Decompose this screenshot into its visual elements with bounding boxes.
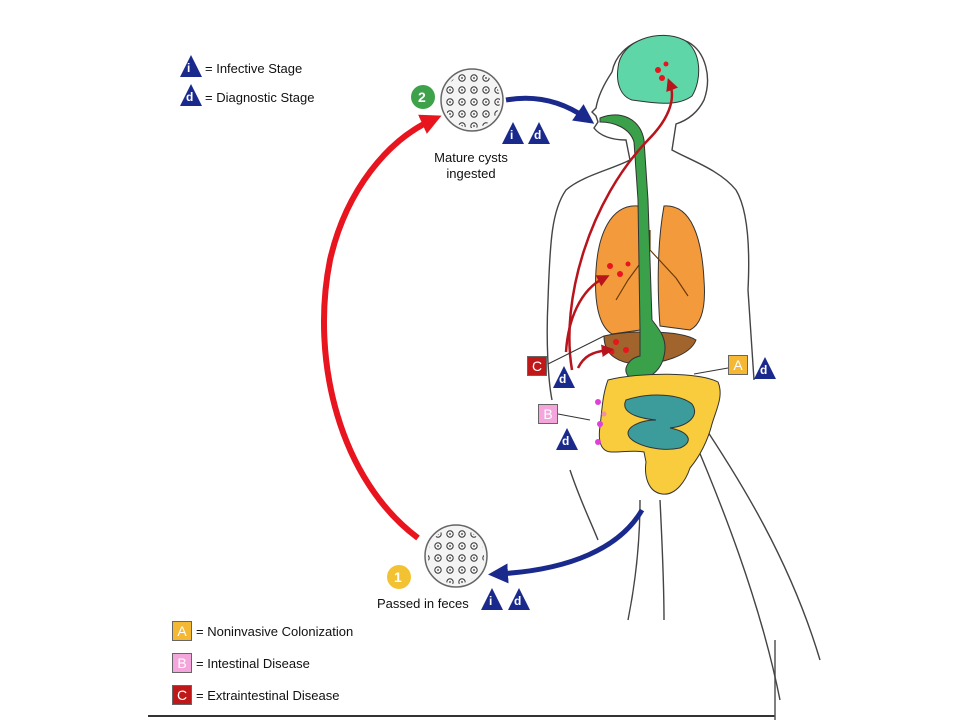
step1-i-glyph: i: [489, 594, 493, 608]
passed-cyst-image: [424, 524, 488, 588]
legend-a-box: A: [172, 621, 192, 641]
marker-b-box: B: [538, 404, 558, 424]
legend-b-text: = Intestinal Disease: [196, 655, 310, 671]
step1-number: 1: [394, 569, 402, 585]
step2-d-glyph: d: [534, 128, 542, 142]
intestinal-lesions: [595, 399, 607, 445]
return-cycle-arrow: [321, 114, 442, 541]
legend-c-text: = Extraintestinal Disease: [196, 687, 340, 703]
legend-c-row: C = Extraintestinal Disease: [172, 685, 339, 705]
lung-lesions: [607, 261, 631, 277]
legend-diagnostic-glyph: d: [186, 90, 194, 104]
dissemination-arrows: [564, 78, 679, 371]
a-d-glyph: d: [760, 363, 768, 377]
legend-infective-glyph: i: [187, 61, 191, 75]
legend-infective-triangle: [180, 55, 202, 77]
step2-caption-line1: Mature cysts: [434, 150, 508, 165]
brain-lesions: [655, 61, 669, 81]
legend-diagnostic-triangle: [180, 84, 202, 106]
step2-caption: Mature cysts ingested: [426, 150, 516, 182]
leader-lines: [547, 335, 729, 421]
step1-diagnostic-triangle: [508, 588, 530, 610]
legend-a-row: A = Noninvasive Colonization: [172, 621, 353, 641]
a-diagnostic-triangle: [754, 357, 776, 379]
legend-diagnostic-text: = Diagnostic Stage: [205, 90, 315, 105]
legend-b-row: B = Intestinal Disease: [172, 653, 310, 673]
marker-c-box: C: [527, 356, 547, 376]
step2-i-glyph: i: [510, 128, 514, 142]
b-d-glyph: d: [562, 434, 570, 448]
step2-diagnostic-triangle: [528, 122, 550, 144]
step2-circle: [411, 85, 435, 109]
b-diagnostic-triangle: [556, 428, 578, 450]
step2-infective-triangle: [502, 122, 524, 144]
step1-circle: [387, 565, 411, 589]
step1-d-glyph: d: [514, 594, 522, 608]
right-lung: [657, 205, 705, 331]
small-intestine: [624, 394, 695, 450]
c-diagnostic-triangle: [553, 366, 575, 388]
marker-a-box: A: [728, 355, 748, 375]
ingestion-arrow: [505, 95, 595, 124]
human-body-outline: [546, 35, 821, 701]
legend-c-box: C: [172, 685, 192, 705]
step1-infective-triangle: [481, 588, 503, 610]
legend-a-text: = Noninvasive Colonization: [196, 623, 354, 639]
excretion-arrow: [488, 508, 645, 584]
step2-number: 2: [418, 89, 426, 105]
legend-b-box: B: [172, 653, 192, 673]
step2-caption-line2: ingested: [446, 166, 496, 181]
left-lung: [595, 205, 644, 335]
step1-caption: Passed in feces: [377, 596, 469, 611]
legend-infective-text: = Infective Stage: [205, 61, 303, 76]
mature-cyst-image: [440, 68, 504, 132]
c-d-glyph: d: [559, 372, 567, 386]
